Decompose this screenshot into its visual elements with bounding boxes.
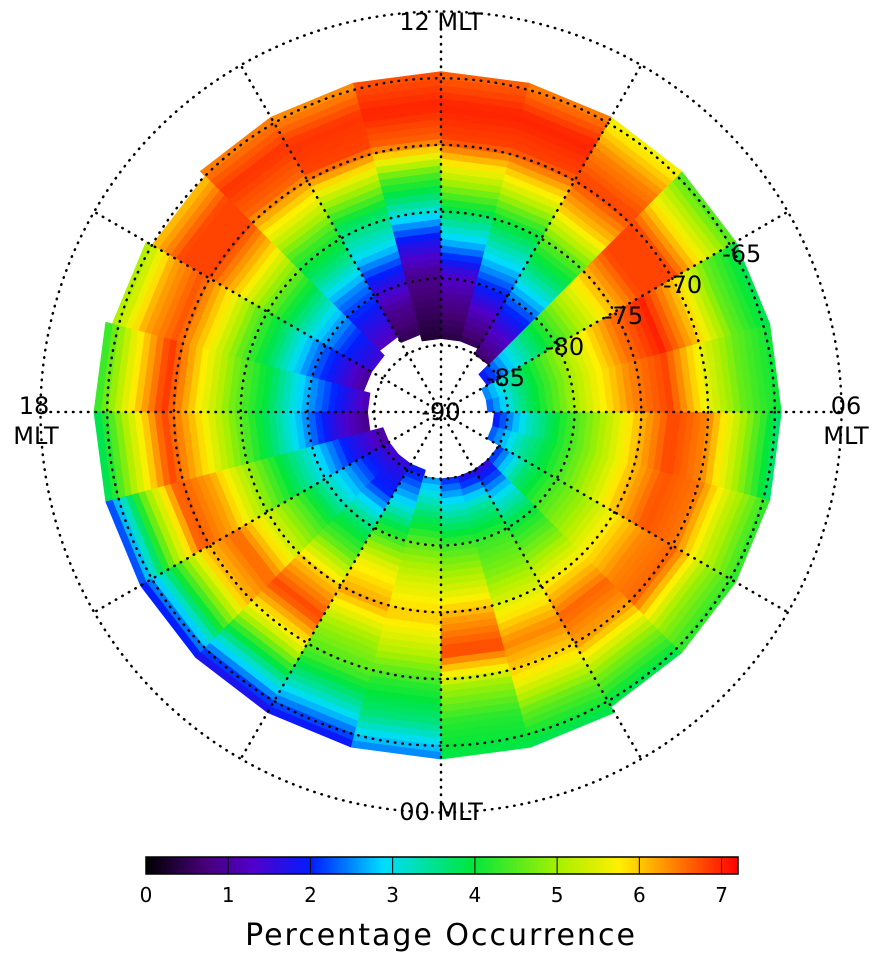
colorbar-tick-label: 6 [633,883,646,907]
colorbar-tick-label: 0 [140,883,153,907]
occurrence-sectors [93,71,782,760]
colorbar: 0 1 2 3 4 5 6 7 [140,856,739,907]
mlt-label-left-hour: 18 [19,392,50,420]
latitude-label: -90 [421,398,460,426]
colorbar-tick-label: 3 [386,883,399,907]
occurrence-cell [528,706,615,748]
mlt-spoke [439,410,790,614]
mlt-spoke [439,410,643,761]
mlt-spoke [92,210,443,414]
colorbar-ticks: 0 1 2 3 4 5 6 7 [140,857,728,907]
occurrence-cell [440,71,530,90]
latitude-ring [106,77,776,747]
latitude-ring [239,210,643,614]
mlt-label-right-hour: 06 [831,392,862,420]
latitude-ring [172,143,710,681]
colorbar-label: Percentage Occurrence [245,918,637,953]
latitude-labels: -90 -85 -80 -75 -70 -65 [421,240,761,426]
colorbar-tick-label: 7 [715,883,728,907]
mlt-spoke [239,410,443,761]
mlt-spoke [439,63,643,414]
latitude-ring [39,10,843,814]
colorbar-tick-label: 4 [469,883,482,907]
colorbar-tick-label: 1 [222,883,235,907]
latitude-label: -85 [486,364,525,392]
colorbar-tick-label: 5 [551,883,564,907]
colorbar-tick-label: 2 [304,883,317,907]
latitude-label: -70 [663,271,702,299]
mlt-label-right-unit: MLT [823,422,869,450]
mlt-label-bottom: 00 MLT [399,798,483,826]
polar-grid [39,10,843,814]
colorbar-gradient [145,856,739,875]
latitude-ring [306,277,576,547]
mlt-spoke [92,410,443,614]
mlt-spoke [239,63,443,414]
mlt-label-top: 12 MLT [399,8,483,36]
mlt-spoke [439,210,790,414]
latitude-label: -75 [604,302,643,330]
latitude-label: -65 [722,240,761,268]
latitude-label: -80 [545,333,584,361]
mlt-label-left-unit: MLT [13,422,59,450]
